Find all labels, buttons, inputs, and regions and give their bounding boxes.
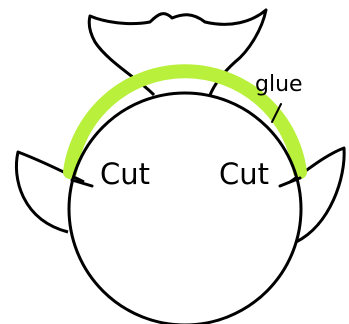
cut-label-left: Cut xyxy=(100,160,150,189)
glue-label: glue xyxy=(255,74,303,96)
body-circle xyxy=(69,93,301,324)
cut-label-right: Cut xyxy=(219,160,269,189)
